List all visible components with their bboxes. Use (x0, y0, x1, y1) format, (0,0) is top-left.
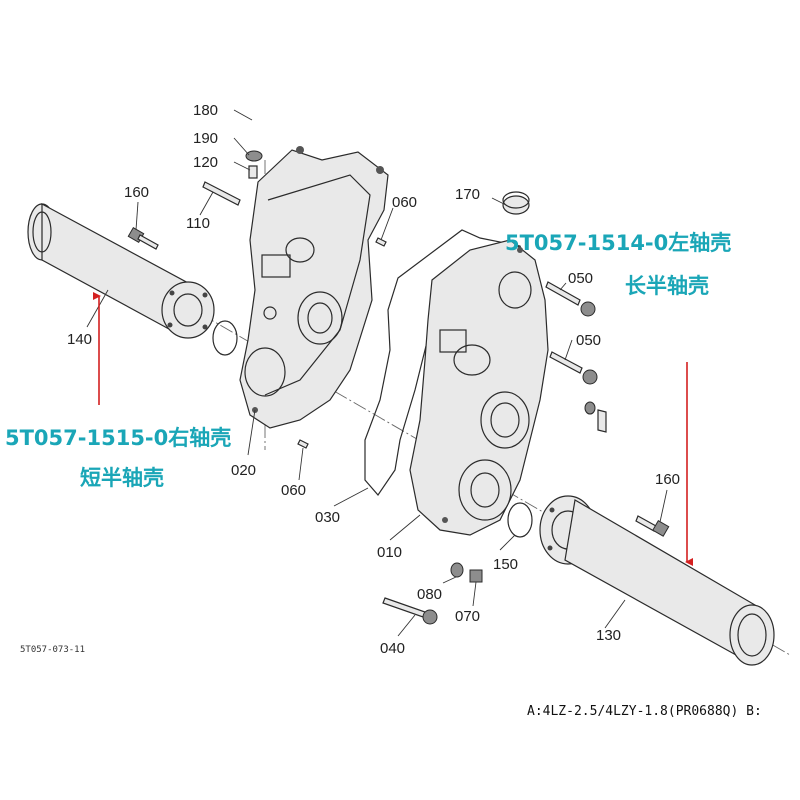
callout-160-right: 160 (655, 471, 680, 488)
part-040-long-bolt (382, 597, 438, 625)
footer-model-text: A:4LZ-2.5/4LZY-1.8(PR0688Q) B: (527, 704, 762, 719)
part-120-fitting (248, 165, 258, 179)
callout-070: 070 (455, 608, 480, 625)
part-050-bolt-lower (549, 351, 598, 385)
part-annotations: 5T057-1514-0左轴壳 长半轴壳 5T057-1515-0右轴壳 短半轴… (5, 231, 731, 490)
part-130-long-axle-housing (539, 495, 775, 666)
part-plug-washer (584, 401, 607, 433)
callout-140: 140 (67, 331, 92, 348)
annotation-right-housing-name: 长半轴壳 (625, 274, 709, 298)
annotation-left-housing-name: 短半轴壳 (80, 466, 164, 490)
callout-170: 170 (455, 186, 480, 203)
part-170-cap (502, 191, 530, 215)
callout-160-left: 160 (124, 184, 149, 201)
part-080-washer (450, 562, 464, 578)
callout-120: 120 (193, 154, 218, 171)
part-180-breather-hose (250, 89, 288, 140)
callout-040: 040 (380, 640, 405, 657)
annotation-left-housing-code: 5T057-1515-0右轴壳 (5, 426, 231, 450)
callout-060-upper: 060 (392, 194, 417, 211)
callout-labels: 180 190 120 110 160 140 060 170 050 050 … (67, 102, 680, 657)
callout-080: 080 (417, 586, 442, 603)
part-190-clamp (245, 150, 263, 162)
part-150-o-ring-right (507, 502, 533, 538)
callout-190: 190 (193, 130, 218, 147)
part-110-stud (202, 181, 241, 206)
part-o-ring-left (212, 320, 238, 356)
part-160-bolt-left (127, 226, 159, 250)
part-010-case-half (409, 239, 549, 536)
callout-150: 150 (493, 556, 518, 573)
callout-050-upper: 050 (568, 270, 593, 287)
annotation-right-housing-code: 5T057-1514-0左轴壳 (505, 231, 731, 255)
callout-010: 010 (377, 544, 402, 561)
callout-060-lower: 060 (281, 482, 306, 499)
callout-130: 130 (596, 627, 621, 644)
annotation-arrows (93, 292, 693, 566)
part-160-bolt-right (635, 515, 670, 537)
callout-020: 020 (231, 462, 256, 479)
part-020-case-half (239, 146, 389, 429)
callout-180: 180 (193, 102, 218, 119)
leader-lines (86, 109, 668, 637)
part-140-short-axle-housing (27, 202, 215, 339)
callout-050-lower: 050 (576, 332, 601, 349)
callout-110: 110 (186, 215, 210, 232)
part-070-drain-plug (469, 569, 483, 583)
diagram-code: 5T057-073-11 (20, 645, 85, 655)
part-060-pin-lower (297, 439, 309, 449)
part-060-pin-upper (375, 237, 387, 247)
callout-030: 030 (315, 509, 340, 526)
part-050-bolt-upper (545, 281, 596, 317)
